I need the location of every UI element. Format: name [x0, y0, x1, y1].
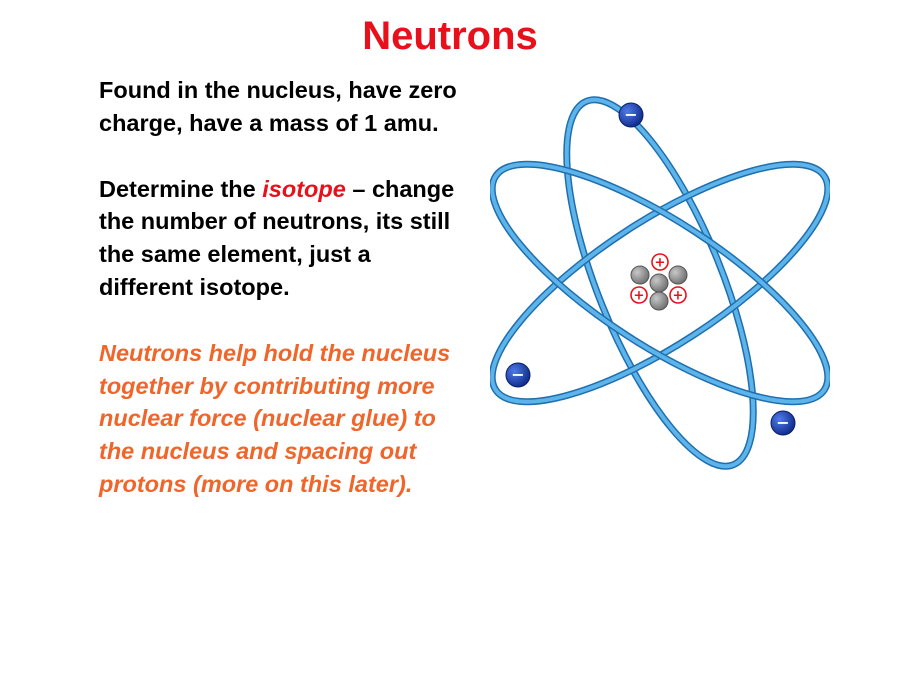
- isotope-text-before: Determine the: [99, 175, 263, 202]
- neutron-description: Found in the nucleus, have zero charge, …: [99, 77, 457, 136]
- neutron: [668, 265, 688, 285]
- nuclear-force-note: Neutrons help hold the nucleus together …: [99, 339, 451, 497]
- neutron: [649, 273, 669, 293]
- svg-text:+: +: [673, 289, 684, 304]
- proton: +: [651, 253, 669, 271]
- slide-title: Neutrons: [362, 14, 538, 58]
- isotope-description: Determine the isotope – change the numbe…: [99, 173, 469, 304]
- svg-text:+: +: [634, 289, 645, 304]
- svg-text:−: −: [776, 413, 789, 432]
- electron: −: [770, 410, 796, 436]
- atom-diagram: + + + − − −: [490, 96, 830, 470]
- isotope-text-after: – change the number of neutrons, its sti…: [99, 175, 455, 300]
- svg-text:+: +: [655, 256, 666, 271]
- svg-text:−: −: [624, 105, 637, 124]
- isotope-term: isotope: [262, 175, 346, 202]
- svg-text:−: −: [511, 365, 524, 384]
- proton: +: [669, 286, 687, 304]
- proton: +: [630, 286, 648, 304]
- slide-body: Found in the nucleus, have zero charge, …: [99, 74, 469, 501]
- nucleus: + + +: [630, 253, 688, 311]
- electron: −: [505, 362, 531, 388]
- neutron: [649, 291, 669, 311]
- orbit-paths: [490, 96, 830, 470]
- neutron: [630, 265, 650, 285]
- electron: −: [618, 102, 644, 128]
